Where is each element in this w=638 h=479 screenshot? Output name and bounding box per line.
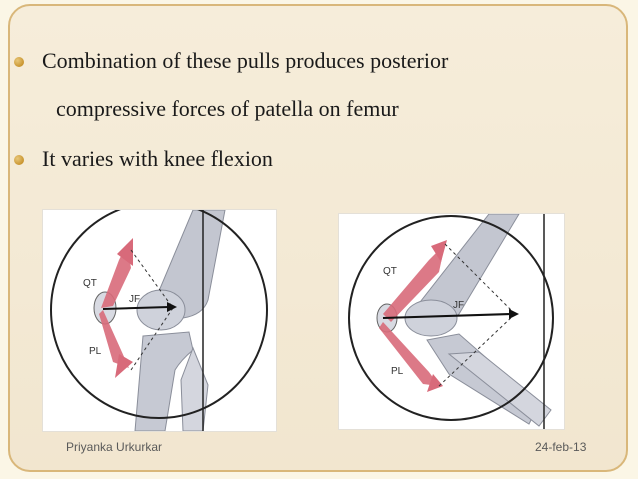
footer-author: Priyanka Urkurkar [66, 440, 163, 454]
bullet-text: It varies with knee flexion [42, 146, 273, 171]
bullet-dot-icon [14, 57, 24, 67]
qt-label: QT [383, 266, 397, 277]
pl-label: PL [391, 366, 404, 377]
footer-date: 24-feb-13 [535, 440, 587, 454]
bullet-dot-icon [14, 155, 24, 165]
knee-diagram-flexed: QT JF PL [338, 213, 565, 430]
jf-label: JF [453, 300, 464, 311]
knee-diagram-extended: QT JF PL [42, 209, 277, 432]
bullet-text: Combination of these pulls produces post… [42, 48, 449, 73]
pl-label: PL [89, 346, 102, 357]
bullet-text-continued: compressive forces of patella on femur [56, 96, 399, 121]
qt-label: QT [83, 278, 97, 289]
jf-label: JF [129, 294, 140, 305]
